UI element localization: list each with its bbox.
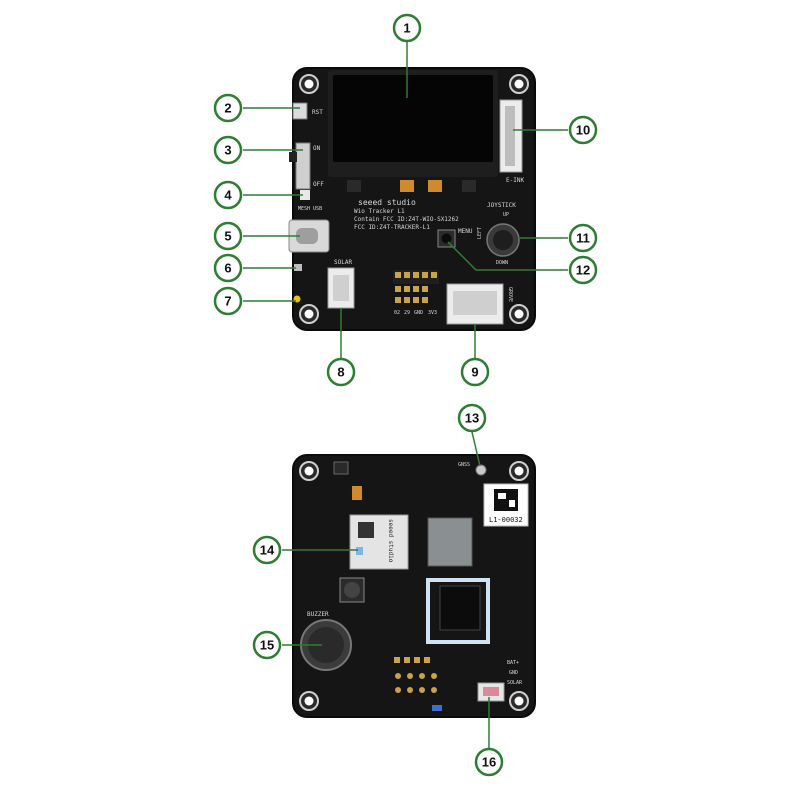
down-label: DOWN: [496, 260, 508, 266]
mesh-usb-label: MESH USB: [298, 206, 322, 212]
back-solar-label: SOLAR: [507, 680, 523, 686]
callout-2: [213, 93, 243, 123]
header-bottom-02: 02: [394, 310, 400, 316]
callout-1: [392, 13, 422, 43]
callout-15: [252, 630, 282, 660]
callout-7: [213, 286, 243, 316]
svg-text:13: 13: [465, 411, 479, 426]
callouts: 1 2 3 4 5 6 7 8 9 10: [213, 13, 598, 777]
debug-pad: [356, 547, 363, 555]
on-label: ON: [313, 145, 321, 152]
callout-14: [252, 535, 282, 565]
rst-label: RST: [312, 109, 323, 116]
menu-label: MENU: [458, 228, 473, 235]
mcu-module: [427, 517, 473, 567]
gnd-label: GND: [509, 670, 518, 676]
svg-text:2: 2: [224, 101, 231, 116]
solar-label: SOLAR: [334, 259, 352, 266]
left-label: LEFT: [477, 227, 483, 239]
grove-label: GROVE: [507, 287, 513, 302]
svg-text:9: 9: [471, 365, 478, 380]
eink-label: E-INK: [506, 177, 524, 184]
svg-text:4: 4: [224, 188, 232, 203]
callout-3: [213, 135, 243, 165]
callout-13: [457, 403, 487, 433]
callout-12: [568, 255, 598, 285]
svg-text:15: 15: [260, 638, 274, 653]
svg-text:16: 16: [482, 755, 496, 770]
callout-8: [326, 357, 356, 387]
callout-10: [568, 115, 598, 145]
serial-number: L1-00032: [489, 516, 523, 524]
back-board: GNSS seeed studio L1-00032 BUZZER: [292, 454, 536, 718]
svg-text:7: 7: [224, 294, 231, 309]
svg-text:6: 6: [224, 261, 231, 276]
header-bottom-gnd: GND: [414, 310, 423, 316]
power-switch: [295, 142, 311, 190]
front-model: Wio Tracker L1: [354, 208, 405, 215]
svg-text:12: 12: [576, 263, 590, 278]
svg-text:8: 8: [337, 365, 344, 380]
header-pins: [393, 270, 439, 303]
charge-led: [294, 264, 302, 271]
back-pads: [394, 657, 437, 693]
front-fcc-contain: Contain FCC ID:Z4T-WIO-SX1262: [354, 216, 459, 223]
bat-label: BAT+: [507, 660, 519, 666]
front-brand: seeed studio: [358, 198, 416, 207]
front-fcc-id: FCC ID:Z4T-TRACKER-L1: [354, 224, 430, 231]
up-label: UP: [503, 212, 509, 218]
callout-4: [213, 180, 243, 210]
svg-text:11: 11: [576, 231, 590, 246]
joystick-label: JOYSTICK: [487, 202, 516, 209]
mounting-holes-back: [299, 461, 529, 711]
header-bottom-29: 29: [404, 310, 410, 316]
svg-text:1: 1: [403, 21, 410, 36]
svg-text:5: 5: [224, 229, 231, 244]
callout-16: [474, 747, 504, 777]
callout-6: [213, 253, 243, 283]
svg-text:3: 3: [224, 143, 231, 158]
front-board: E-INK RST ON OFF MESH USB seeed studio W…: [288, 67, 536, 331]
module-brand: seeed studio: [387, 519, 394, 563]
mesh-usb-button: [300, 190, 310, 200]
svg-text:14: 14: [260, 543, 275, 558]
gnss-chip: [439, 585, 481, 631]
gnss-connector: [475, 464, 487, 476]
off-label: OFF: [313, 181, 324, 188]
callout-9: [460, 357, 490, 387]
header-bottom-3v3: 3V3: [428, 310, 437, 316]
callout-11: [568, 223, 598, 253]
gnss-label: GNSS: [458, 462, 470, 468]
callout-5: [213, 221, 243, 251]
svg-text:10: 10: [576, 123, 590, 138]
reset-button: [292, 102, 308, 120]
buzzer-label: BUZZER: [307, 611, 329, 618]
mounting-holes-front: [299, 74, 529, 324]
